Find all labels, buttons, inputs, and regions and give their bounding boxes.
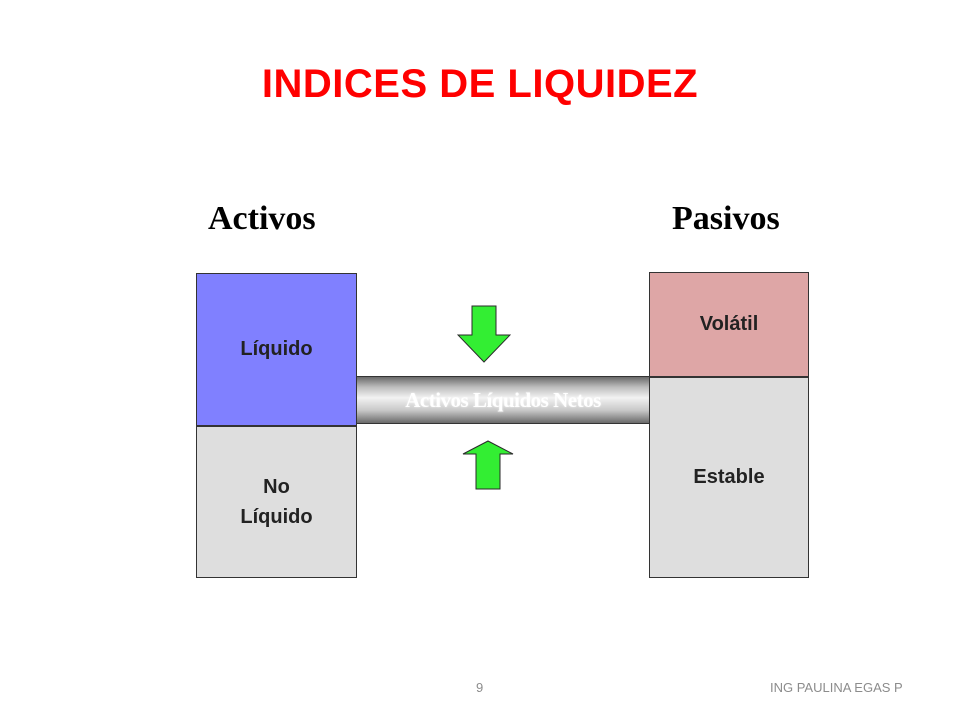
net-liquid-assets-bar: Activos Líquidos Netos — [357, 376, 649, 424]
liquid-assets-label: Líquido — [240, 338, 313, 360]
stable-liabilities-label: Estable — [693, 466, 765, 488]
slide-title: INDICES DE LIQUIDEZ — [261, 62, 699, 106]
arrow-up-icon — [462, 440, 514, 490]
liabilities-heading: Pasivos — [672, 200, 780, 237]
non-liquid-label-line1: No — [263, 476, 290, 498]
assets-heading: Activos — [208, 200, 316, 237]
liquid-assets-box: Líquido — [196, 273, 357, 426]
net-liquid-assets-label: Activos Líquidos Netos — [405, 387, 601, 412]
author-footer: ING PAULINA EGAS P — [770, 680, 903, 695]
page-number: 9 — [476, 680, 484, 695]
non-liquid-label-line2: Líquido — [240, 506, 313, 528]
volatile-liabilities-label: Volátil — [699, 313, 759, 335]
stable-liabilities-box: Estable — [649, 377, 809, 578]
arrow-down-icon — [457, 305, 511, 363]
non-liquid-assets-box: No Líquido — [196, 426, 357, 578]
volatile-liabilities-box: Volátil — [649, 272, 809, 377]
